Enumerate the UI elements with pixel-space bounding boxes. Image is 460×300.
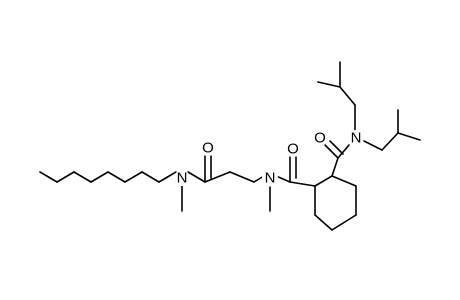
bond [204, 171, 231, 183]
atom-o1: O [200, 140, 216, 157]
bond [107, 171, 126, 183]
heptyl-chain [39, 171, 160, 183]
bond [361, 139, 383, 151]
bond [158, 171, 177, 183]
oxygen-label: O [287, 141, 299, 158]
bond [141, 171, 160, 183]
atom-o2: O [285, 141, 301, 158]
bond [317, 81, 341, 88]
bond [337, 144, 350, 159]
bond [124, 171, 143, 183]
nitrogen-label: N [351, 130, 362, 147]
bond [381, 132, 399, 151]
bond [339, 86, 356, 106]
bond [90, 171, 109, 183]
bond [331, 157, 339, 177]
bond [289, 181, 316, 187]
nitrogen-label: N [265, 170, 276, 187]
bond [73, 171, 92, 183]
bond [314, 175, 333, 187]
oxygen-label: O [202, 140, 214, 157]
cyclohexane-ring [289, 175, 357, 231]
bond [187, 171, 206, 183]
isobutyl-upper [317, 61, 356, 134]
atom-n3: N [348, 130, 364, 147]
bond [314, 214, 333, 231]
bond [397, 132, 421, 141]
isobutyl-right [361, 109, 421, 151]
nitrogen-label: N [177, 170, 188, 187]
bond [331, 214, 357, 231]
atom-o3: O [312, 130, 328, 147]
bond [275, 175, 291, 183]
bond [229, 171, 255, 183]
bond [331, 175, 357, 187]
double-bond [329, 140, 344, 155]
oxygen-label: O [314, 130, 326, 147]
bond [39, 171, 58, 183]
atom-n2: N [262, 170, 278, 187]
bond [56, 171, 75, 183]
atom-n1: N [174, 170, 190, 187]
double-bond [324, 144, 339, 159]
